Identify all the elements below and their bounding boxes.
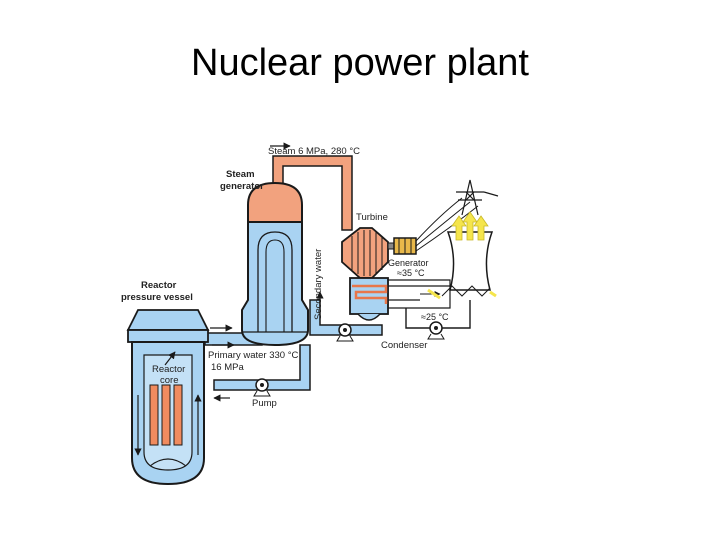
steam-label: Steam 6 MPa, 280 °C [268, 146, 360, 157]
steam-generator [241, 181, 309, 347]
electricity-pylon [456, 179, 499, 216]
steam-generator-label: generator [220, 181, 264, 192]
flow-arrows [210, 142, 324, 402]
secondary-pump [336, 323, 354, 342]
steam-generator-label: Steam [226, 169, 255, 180]
generator-label: Generator [388, 258, 429, 268]
reactor-pressure-vessel-label: pressure vessel [121, 292, 193, 303]
steam-pipe [272, 155, 353, 231]
reactor-pressure-vessel-label: Reactor [141, 280, 177, 291]
turbine [341, 227, 395, 279]
page-title: Nuclear power plant [191, 42, 529, 84]
fuel-rod [149, 384, 159, 446]
primary-water-label: Primary water 330 °C [208, 350, 299, 361]
reactor-core-label: Reactor [152, 364, 185, 375]
primary-pump [253, 378, 271, 397]
reactor-core-label: core [160, 375, 178, 386]
condenser-label: Condenser [381, 340, 427, 351]
fuel-rod [161, 384, 171, 446]
generator [393, 237, 417, 255]
pump-label: Pump [252, 398, 277, 409]
fuel-rod [173, 384, 183, 446]
temp-35-label: ≈35 °C [397, 268, 425, 278]
turbine-label: Turbine [356, 212, 388, 223]
cooling-water-pump [427, 321, 445, 340]
temp-25-label: ≈25 °C [421, 312, 449, 322]
condenser [349, 277, 471, 329]
primary-water-label: 16 MPa [211, 362, 244, 373]
reactor-pressure-vessel [126, 309, 210, 486]
cooling-tower [420, 211, 497, 300]
power-lines [415, 197, 479, 252]
secondary-water-label: Secondary water [313, 249, 324, 320]
